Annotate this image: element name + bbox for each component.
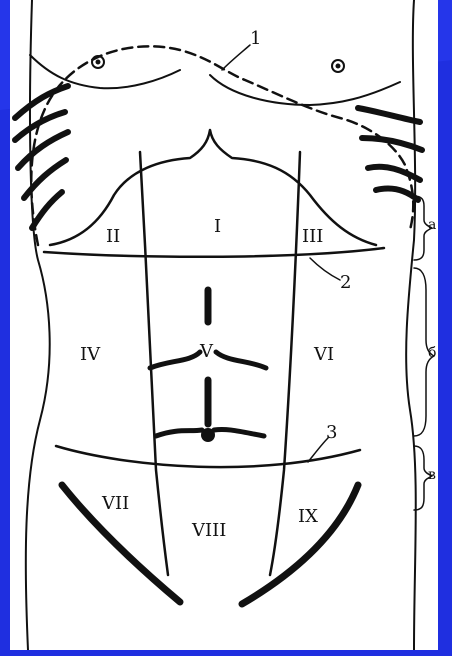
horizontal-line-3 (56, 446, 360, 467)
line-number-1: 1 (250, 30, 261, 48)
horizontal-line-2 (44, 248, 384, 257)
line-number-3: 3 (326, 424, 337, 442)
region-label-1: I (214, 218, 221, 236)
rib-right-1 (358, 108, 420, 122)
vertical-line-right (270, 152, 300, 575)
dashed-line-1 (31, 46, 413, 245)
bracket-label-b: б (428, 346, 436, 360)
chest-curve-left (30, 55, 180, 88)
region-label-5: V (200, 343, 213, 361)
costal-arch (50, 130, 376, 245)
rib-right-3 (368, 167, 420, 180)
abdomen-drawing (10, 0, 438, 650)
bracket-label-a: а (428, 218, 436, 232)
region-label-2: II (106, 228, 120, 246)
region-label-7: VII (102, 495, 129, 513)
region-label-8: VIII (192, 522, 226, 540)
abdomen-diagram: I II III IV V VI VII VIII IX 1 2 3 а б в (10, 0, 438, 650)
line-number-2: 2 (340, 274, 351, 292)
chest-curve-right (210, 75, 400, 105)
rib-left-5 (32, 192, 62, 228)
region-label-3: III (302, 228, 323, 246)
region-label-6: VI (314, 346, 334, 364)
region-label-4: IV (80, 346, 100, 364)
bracket-label-v: в (428, 468, 436, 482)
torso-right-outline (406, 0, 416, 650)
inguinal-line-right (242, 485, 358, 604)
region-label-9: IX (298, 508, 318, 526)
